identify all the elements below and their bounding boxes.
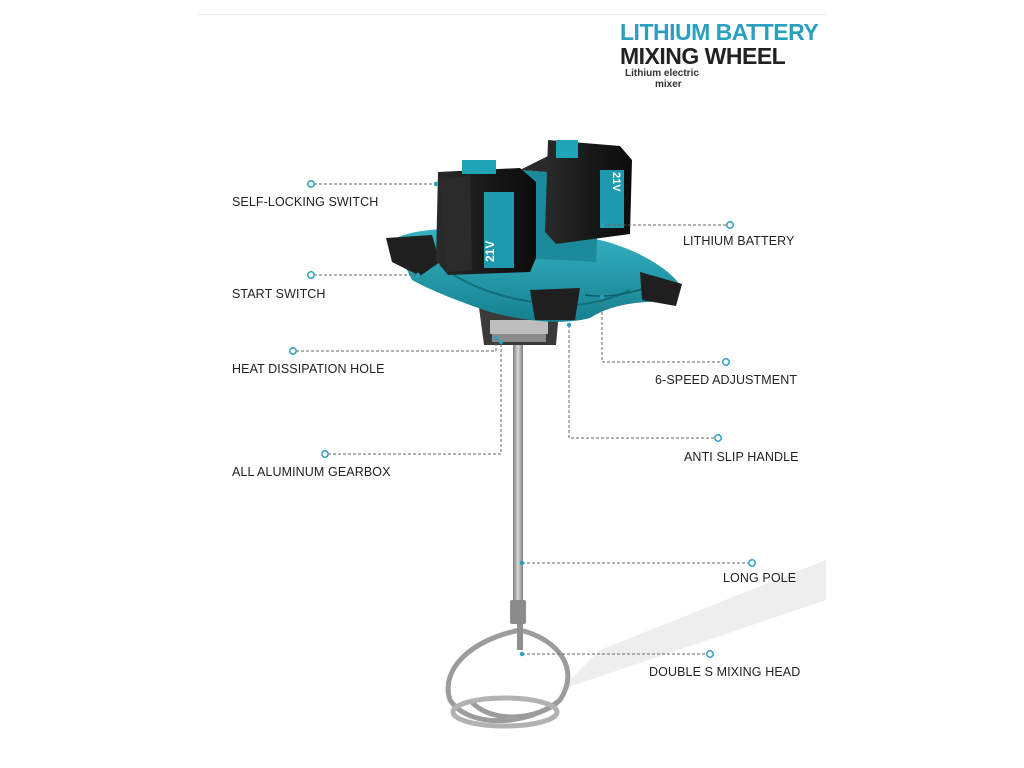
label-all-aluminum-gearbox: ALL ALUMINUM GEARBOX [232, 465, 391, 479]
title-line-1: LITHIUM BATTERY [620, 19, 819, 45]
label-long-pole: LONG POLE [723, 571, 797, 585]
battery-front: 21V [436, 160, 536, 275]
leader-6-speed-adjustment [601, 297, 723, 363]
marker-start-switch [307, 271, 315, 279]
label-6-speed-adjustment: 6-SPEED ADJUSTMENT [655, 373, 798, 387]
marker-all-aluminum-gearbox [321, 450, 329, 458]
marker-heat-dissipation-hole [289, 347, 297, 355]
label-heat-dissipation-hole: HEAT DISSIPATION HOLE [232, 362, 385, 376]
label-anti-slip-handle: ANTI SLIP HANDLE [684, 450, 799, 464]
leader-heat-dissipation-hole [296, 338, 497, 352]
leader-lines [296, 183, 749, 655]
top-divider [198, 14, 826, 15]
mixing-head [445, 620, 571, 729]
label-start-switch: START SWITCH [232, 287, 326, 301]
part-points [415, 181, 606, 657]
subtitle-line-2: mixer [655, 79, 682, 90]
label-self-locking-switch: SELF-LOCKING SWITCH [232, 195, 379, 209]
battery-voltage-rear: 21V [610, 172, 622, 192]
title-line-2: MIXING WHEEL [620, 43, 786, 69]
subtitle-line-1: Lithium electric [625, 68, 699, 79]
marker-6-speed-adjustment [722, 358, 730, 366]
marker-double-s-mixing-head [706, 650, 714, 658]
battery-rear: 21V [545, 140, 632, 244]
battery-voltage-front: 21V [483, 241, 497, 262]
label-double-s-mixing-head: DOUBLE S MIXING HEAD [649, 665, 801, 679]
marker-long-pole [748, 559, 756, 567]
label-lithium-battery: LITHIUM BATTERY [683, 234, 795, 248]
leader-anti-slip-handle [568, 325, 715, 439]
pole-coupling [510, 600, 526, 624]
marker-lithium-battery [726, 221, 734, 229]
leader-all-aluminum-gearbox [328, 342, 502, 455]
marker-self-locking-switch [307, 180, 315, 188]
marker-anti-slip-handle [714, 434, 722, 442]
callout-markers [289, 180, 756, 658]
long-pole [513, 335, 523, 605]
floor-shadow [560, 560, 826, 690]
